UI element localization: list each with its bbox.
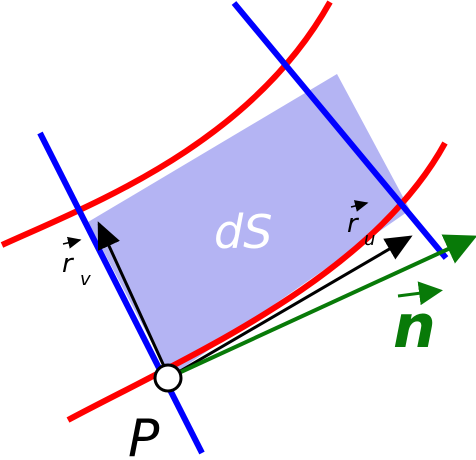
v-curve-right xyxy=(231,1,449,260)
normal-vector xyxy=(169,234,476,379)
area-element-fill xyxy=(88,74,410,377)
vector-arrow-icon xyxy=(62,236,82,249)
tangent-vector-ru xyxy=(169,235,413,379)
vector-arrow-icon xyxy=(397,281,443,306)
tangent-v-symbol: r xyxy=(62,249,75,279)
area-element-label: dS xyxy=(214,205,272,259)
vector-arrow-icon xyxy=(350,200,369,212)
normal-symbol: n xyxy=(393,292,436,362)
tangent-v-subscript: v xyxy=(80,269,91,290)
tangent-u-label: r u xyxy=(347,200,375,250)
tangent-vector-rv xyxy=(97,221,170,376)
u-curve-lower xyxy=(66,141,448,423)
point-p-marker xyxy=(153,363,183,393)
tangent-u-symbol: r xyxy=(347,209,360,239)
tangent-v-label: r v xyxy=(62,236,91,290)
u-curve-upper xyxy=(0,0,333,248)
v-curve-left xyxy=(37,131,205,455)
tangent-u-subscript: u xyxy=(364,229,375,250)
normal-label: n xyxy=(393,281,443,362)
point-p-label: P xyxy=(128,409,160,460)
